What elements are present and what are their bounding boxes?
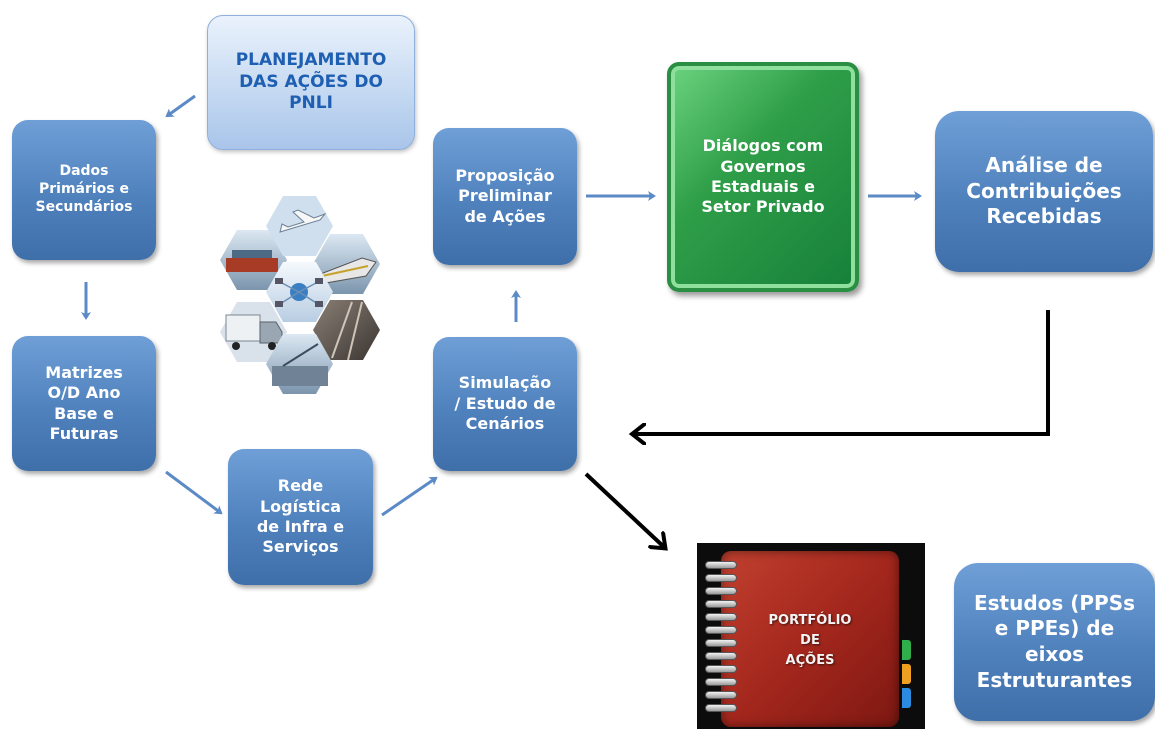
- railway-track-icon: [313, 300, 380, 361]
- high-speed-train-icon: [313, 234, 380, 294]
- spiral-ring-icon: [705, 626, 737, 634]
- node-proposicao: Proposição Preliminar de Ações: [433, 128, 577, 265]
- spiral-ring-icon: [705, 561, 737, 569]
- ship-icon: [220, 230, 287, 290]
- notebook-cover: [721, 551, 899, 727]
- node-planejamento: PLANEJAMENTO DAS AÇÕES DO PNLI: [207, 15, 415, 150]
- notebook-tab-blue: [902, 688, 911, 708]
- spiral-ring-icon: [705, 691, 737, 699]
- spiral-ring-icon: [705, 678, 737, 686]
- node-simulacao: Simulação / Estudo de Cenários: [433, 337, 577, 471]
- notebook-tab-orange: [902, 664, 911, 684]
- node-estudos: Estudos (PPSs e PPEs) de eixos Estrutura…: [954, 563, 1155, 721]
- spiral-ring-icon: [705, 704, 737, 712]
- node-dados: Dados Primários e Secundários: [12, 120, 156, 260]
- spiral-ring-icon: [705, 652, 737, 660]
- arrow-analise-to-simulacao: [634, 310, 1050, 434]
- notebook-tab-green: [902, 640, 911, 660]
- node-dialogos: Diálogos com Governos Estaduais e Setor …: [667, 62, 859, 292]
- node-matrizes: Matrizes O/D Ano Base e Futuras: [12, 336, 156, 471]
- spiral-ring-icon: [705, 665, 737, 673]
- spiral-ring-icon: [705, 639, 737, 647]
- arrow-rede-to-simulacao: [381, 476, 438, 517]
- airplane-icon: [266, 196, 333, 256]
- node-rede: Rede Logística de Infra e Serviços: [228, 449, 373, 585]
- portfolio-notebook: PORTFÓLIO DE AÇÕES: [697, 543, 925, 729]
- truck-icon: [220, 302, 287, 362]
- spiral-ring-icon: [705, 613, 737, 621]
- port-icon: [266, 334, 333, 394]
- network-hub-icon: [266, 262, 333, 322]
- spiral-ring-icon: [705, 600, 737, 608]
- arrow-matrizes-to-rede: [165, 470, 223, 515]
- spiral-ring-icon: [705, 587, 737, 595]
- arrow-planejamento-to-dados: [165, 94, 196, 118]
- arrow-simulacao-to-portfolio: [584, 472, 664, 547]
- node-analise: Análise de Contribuições Recebidas: [935, 111, 1153, 272]
- portfolio-title: PORTFÓLIO DE AÇÕES: [768, 613, 852, 668]
- spiral-ring-icon: [705, 574, 737, 582]
